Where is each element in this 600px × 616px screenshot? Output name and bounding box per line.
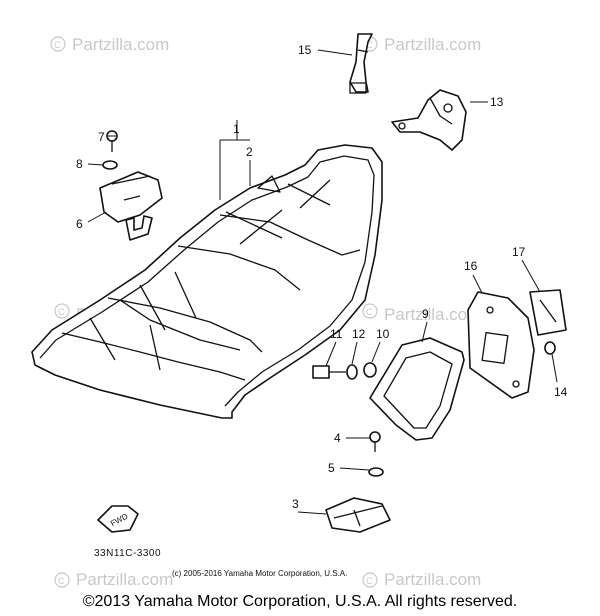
- part-5-nut: [368, 467, 384, 477]
- part-16-cover: [467, 291, 535, 399]
- label-part-12: 12: [352, 327, 366, 341]
- part-7-bolt: [106, 130, 118, 152]
- label-part-8: 8: [76, 157, 83, 171]
- part-17-plate: [529, 289, 567, 336]
- diagram-code: 33N11C-3300: [94, 548, 161, 559]
- seat-assembly: [31, 144, 383, 419]
- part-11-bolt: [312, 365, 346, 379]
- svg-text:C: C: [366, 576, 373, 586]
- svg-text:C: C: [58, 307, 65, 317]
- part-12-washer: [346, 364, 358, 380]
- label-part-4: 4: [334, 431, 341, 445]
- label-part-13: 13: [490, 95, 504, 109]
- label-part-6: 6: [76, 217, 83, 231]
- svg-text:C: C: [58, 576, 65, 586]
- label-part-16: 16: [464, 259, 478, 273]
- label-part-17: 17: [512, 245, 526, 259]
- part-4-bolt: [369, 431, 381, 452]
- svg-text:Partzilla.com: Partzilla.com: [76, 570, 173, 589]
- label-part-14: 14: [554, 385, 568, 399]
- watermark-1: C Partzilla.com: [50, 35, 169, 54]
- fwd-arrow-icon: FWD: [97, 505, 139, 533]
- part-8-nut: [102, 160, 118, 170]
- part-13-bracket: [391, 89, 467, 151]
- label-part-3: 3: [292, 497, 299, 511]
- label-part-7: 7: [98, 130, 105, 144]
- part-3-latch: [325, 497, 391, 533]
- watermark-5: C Partzilla.com: [54, 570, 173, 589]
- part-14-nut: [544, 341, 556, 355]
- label-part-5: 5: [328, 461, 335, 475]
- part-15-strap: [349, 33, 373, 94]
- svg-text:C: C: [366, 307, 373, 317]
- label-part-2: 2: [246, 145, 253, 159]
- svg-text:C: C: [54, 40, 61, 50]
- diagram-canvas: C Partzilla.com C Partzilla.com C Partzi…: [31, 33, 568, 589]
- label-part-11: 11: [330, 327, 343, 341]
- svg-text:Partzilla.com: Partzilla.com: [384, 35, 481, 54]
- svg-text:Partzilla.com: Partzilla.com: [384, 570, 481, 589]
- svg-text:Partzilla.com: Partzilla.com: [384, 305, 481, 324]
- svg-text:Partzilla.com: Partzilla.com: [72, 35, 169, 54]
- small-copyright: (c) 2005-2016 Yamaha Motor Corporation, …: [172, 569, 347, 578]
- leader-lines: [87, 49, 558, 515]
- watermark-2: C Partzilla.com: [362, 35, 481, 54]
- label-part-9: 9: [422, 307, 429, 321]
- watermark-6: C Partzilla.com: [362, 570, 481, 589]
- part-9-tray: [369, 337, 465, 441]
- part-10-nut: [363, 362, 377, 378]
- watermark-4: C Partzilla.com: [362, 303, 481, 324]
- label-part-15: 15: [298, 43, 312, 57]
- svg-text:C: C: [366, 40, 373, 50]
- label-part-1: 1: [233, 122, 240, 136]
- footer-copyright: ©2013 Yamaha Motor Corporation, U.S.A. A…: [82, 593, 518, 610]
- part-6-lock: [99, 171, 163, 241]
- label-part-10: 10: [376, 327, 390, 341]
